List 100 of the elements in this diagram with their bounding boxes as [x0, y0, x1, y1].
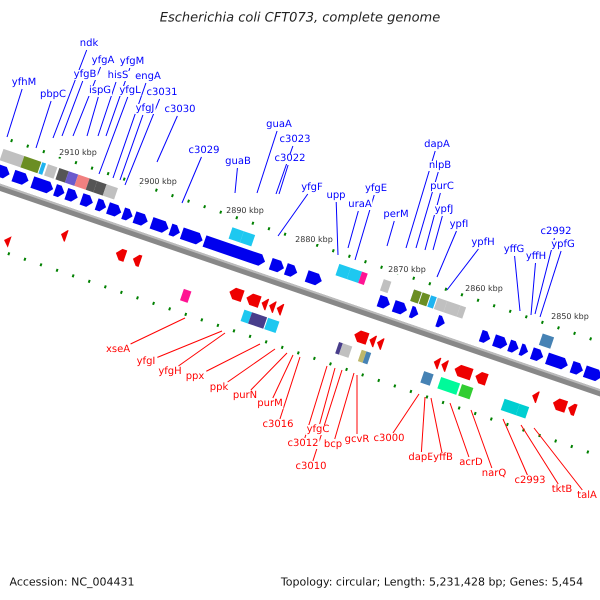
gene-label: yfgM [118, 57, 146, 67]
leader-line [416, 172, 439, 248]
leader-line [106, 68, 130, 136]
gene-label: talA [576, 491, 598, 501]
position-label: 2910 kbp [59, 149, 97, 157]
leader-line [120, 114, 144, 180]
leader-line [182, 156, 202, 204]
genome-info-text: Topology: circular; Length: 5,231,428 bp; Genes: 5,454 [280, 576, 584, 588]
gene-label: xseA [104, 345, 132, 355]
gene-label: c2992 [540, 227, 572, 237]
gene-label: acrD [458, 458, 484, 468]
gene-label: yfhM [10, 78, 38, 88]
leader-line [206, 344, 260, 372]
leader-line [36, 100, 52, 148]
leader-line [178, 332, 226, 366]
gene-label: yfgB [72, 70, 98, 80]
gene-label: c3016 [262, 420, 294, 430]
gene-label: yfgE [364, 184, 388, 194]
gene-label: dapA [423, 140, 451, 150]
gene-label: ppx [184, 372, 206, 382]
position-label: 2880 kbp [295, 236, 333, 244]
gene-label: ypfJ [434, 205, 454, 215]
gene-label: ispG [88, 86, 112, 96]
gene-label: ndk [78, 39, 100, 49]
leader-line [392, 394, 420, 434]
gene-label: nlpB [428, 161, 452, 171]
gene-label: narQ [480, 469, 508, 479]
gene-label: c3030 [164, 105, 196, 115]
leader-line [334, 372, 354, 440]
leader-line [256, 130, 278, 194]
gene-label: pbpC [38, 90, 68, 100]
leader-line [436, 230, 457, 278]
gene-label: purM [256, 399, 284, 409]
leader-line [470, 410, 492, 468]
leader-line [540, 250, 562, 318]
gene-label: guaB [224, 157, 252, 167]
gene-label: hisS [106, 71, 130, 81]
leader-line [304, 366, 328, 438]
gene-label: c3031 [146, 88, 178, 98]
leader-line [86, 96, 99, 136]
leader-line [502, 418, 528, 476]
gene-label: yfgA [90, 56, 116, 66]
leader-line [534, 428, 583, 490]
leader-line [234, 168, 238, 194]
leader-line [98, 96, 128, 174]
gene-label: c3023 [278, 135, 312, 145]
gene-label: c3012 [286, 439, 320, 449]
gene-label: ypfG [550, 240, 576, 250]
gene-label: yfgC [306, 425, 330, 435]
gene-label: yfgF [300, 183, 324, 193]
gene-label: c3010 [294, 462, 328, 472]
position-label: 2890 kbp [226, 207, 264, 215]
leader-line [450, 402, 470, 458]
leader-line [406, 150, 436, 248]
leader-line [430, 398, 442, 452]
leader-line [420, 396, 426, 452]
leader-line [156, 330, 222, 358]
leader-line [227, 348, 276, 382]
leader-line [354, 194, 375, 260]
gene-label: c3000 [372, 434, 406, 444]
gene-label: upp [325, 191, 347, 201]
gene-label: yffG [502, 245, 526, 255]
leader-line [124, 98, 160, 186]
gene-label: ypfI [448, 220, 470, 230]
gene-label: yffH [524, 252, 548, 262]
leader-line [250, 352, 288, 390]
leader-line [514, 256, 520, 312]
gene-label: gcvR [344, 435, 370, 445]
leader-line [62, 80, 84, 136]
position-label: 2850 kbp [551, 313, 589, 321]
gene-label: dapE [407, 453, 435, 463]
gene-label: perM [382, 210, 410, 220]
leader-line [520, 424, 559, 484]
gene-label: c3022 [274, 154, 306, 164]
leader-line [130, 318, 186, 344]
position-label: 2870 kbp [388, 266, 426, 274]
gene-label: yfgH [157, 367, 183, 377]
gene-label: yffB [432, 453, 454, 463]
gene-label: yfgL [118, 86, 142, 96]
leader-line [6, 88, 23, 138]
gene-label: yfgJ [134, 104, 156, 114]
leader-line [272, 354, 294, 398]
leader-line [386, 220, 395, 246]
gene-label: tktB [550, 485, 574, 495]
leader-line [530, 262, 536, 316]
leader-line [446, 248, 479, 290]
position-label: 2900 kbp [139, 178, 177, 186]
title: Escherichia coli CFT073, complete genome [160, 12, 440, 24]
leader-line [356, 374, 358, 434]
gene-label: ypfH [470, 238, 496, 248]
gene-label: c3029 [188, 146, 220, 156]
gene-label: engA [134, 72, 162, 82]
gene-label: purC [429, 182, 455, 192]
leader-line [156, 116, 178, 162]
gene-label: c2993 [514, 476, 546, 486]
accession-text: Accession: NC_004431 [9, 576, 135, 588]
leader-line [52, 50, 88, 138]
leader-line [278, 194, 308, 236]
gene-label: guaA [265, 120, 293, 130]
gene-label: ppk [208, 383, 230, 393]
